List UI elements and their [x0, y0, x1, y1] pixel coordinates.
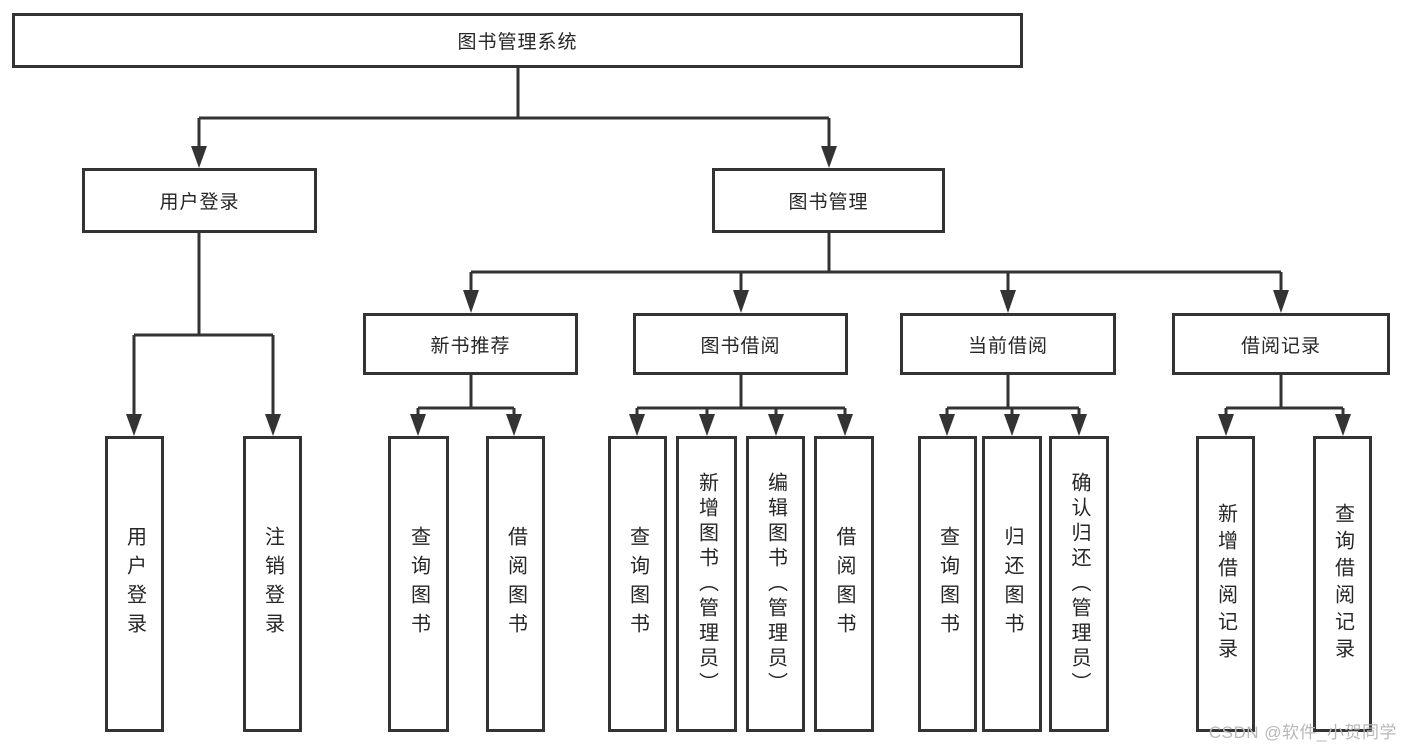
arrowhead-icon — [191, 146, 207, 168]
arrowhead-icon — [265, 414, 281, 436]
leaf-add-borrow-record: 新增借阅记录 — [1196, 436, 1255, 732]
node-borrow-records: 借阅记录 — [1172, 313, 1390, 375]
arrowhead-icon — [1218, 414, 1234, 436]
arrowhead-icon — [410, 414, 426, 436]
arrowhead-icon — [768, 414, 784, 436]
node-user-login: 用户登录 — [82, 168, 317, 233]
arrowhead-icon — [699, 414, 715, 436]
leaf-query-borrow-record: 查询借阅记录 — [1313, 436, 1372, 732]
leaf-borrow-books-recommend: 借阅图书 — [486, 436, 545, 732]
arrowhead-icon — [506, 414, 522, 436]
arrowheads — [126, 146, 1351, 436]
leaf-query-books-recommend: 查询图书 — [388, 436, 449, 732]
leaf-confirm-return-admin: 确认归还（管理员） — [1049, 436, 1109, 732]
arrowhead-icon — [1335, 414, 1351, 436]
node-book-borrow: 图书借阅 — [633, 313, 848, 375]
leaf-query-books-borrow: 查询图书 — [608, 436, 667, 732]
arrowhead-icon — [463, 290, 479, 313]
csdn-watermark: CSDN @软件_小贺同学 — [1208, 723, 1397, 742]
leaf-user-login: 用户登录 — [105, 436, 164, 732]
arrowhead-icon — [939, 414, 955, 436]
node-library-management-system: 图书管理系统 — [12, 13, 1023, 68]
arrowhead-icon — [821, 146, 837, 168]
node-new-book-recommend: 新书推荐 — [363, 313, 578, 375]
leaf-return-books: 归还图书 — [982, 436, 1042, 732]
arrowhead-icon — [733, 290, 749, 313]
arrowhead-icon — [1000, 290, 1016, 313]
arrowhead-icon — [837, 414, 853, 436]
arrowhead-icon — [126, 414, 142, 436]
leaf-borrow-books: 借阅图书 — [814, 436, 874, 732]
leaf-query-books-current: 查询图书 — [918, 436, 977, 732]
arrowhead-icon — [1071, 414, 1087, 436]
node-current-borrow: 当前借阅 — [900, 313, 1116, 375]
leaf-logout: 注销登录 — [243, 436, 302, 732]
arrowhead-icon — [1273, 290, 1289, 313]
leaf-add-books-admin: 新增图书（管理员） — [676, 436, 737, 732]
arrowhead-icon — [1004, 414, 1020, 436]
leaf-edit-books-admin: 编辑图书（管理员） — [746, 436, 805, 732]
arrowhead-icon — [629, 414, 645, 436]
node-book-management: 图书管理 — [712, 168, 945, 233]
